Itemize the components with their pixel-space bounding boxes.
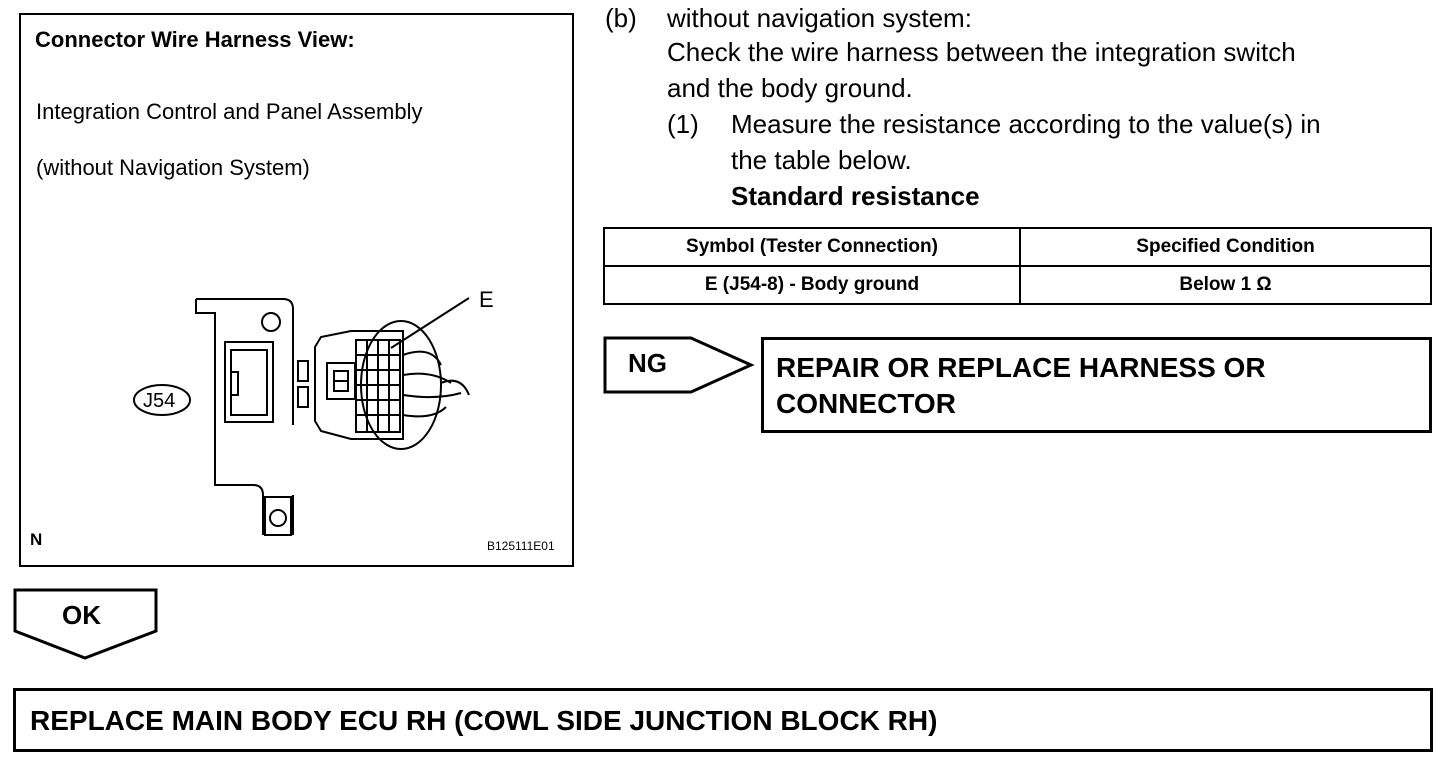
corner-mark: N — [30, 530, 43, 549]
substep-line1: Measure the resistance according to the … — [731, 109, 1321, 139]
substep-label: (1) — [667, 109, 699, 139]
ng-action-line2: CONNECTOR — [776, 388, 956, 419]
step-title: without navigation system: — [667, 3, 972, 33]
connector-label-j54: J54 — [143, 390, 175, 412]
table-cell-condition: Below 1 Ω — [1019, 265, 1432, 305]
step-label: (b) — [605, 3, 637, 33]
final-action-box: REPLACE MAIN BODY ECU RH (COWL SIDE JUNC… — [13, 688, 1433, 752]
table-header-symbol: Symbol (Tester Connection) — [603, 227, 1021, 267]
terminal-label-e: E — [479, 287, 494, 312]
standard-resistance-label: Standard resistance — [731, 181, 980, 211]
figure-title: Connector Wire Harness View: — [35, 27, 355, 52]
step-text-line2: and the body ground. — [667, 73, 913, 103]
table-cell-symbol: E (J54-8) - Body ground — [603, 265, 1021, 305]
step-text-line1: Check the wire harness between the integ… — [667, 37, 1296, 67]
resistance-table: Symbol (Tester Connection) Specified Con… — [603, 227, 1432, 305]
ok-arrow — [13, 588, 158, 660]
ok-label: OK — [62, 600, 101, 630]
ng-action-box: REPAIR OR REPLACE HARNESS OR CONNECTOR — [761, 337, 1432, 433]
figure-subtitle-line2: (without Navigation System) — [36, 155, 310, 180]
ng-label: NG — [628, 348, 667, 378]
connector-drawing: E J54 — [133, 287, 494, 536]
ng-action-line1: REPAIR OR REPLACE HARNESS OR — [776, 352, 1266, 383]
figure-subtitle-line1: Integration Control and Panel Assembly — [36, 99, 423, 124]
drawing-code: B125111E01 — [487, 539, 555, 553]
table-row: E (J54-8) - Body ground Below 1 Ω — [603, 265, 1432, 305]
table-header-condition: Specified Condition — [1019, 227, 1432, 267]
substep-line2: the table below. — [731, 145, 912, 175]
connector-figure: Connector Wire Harness View: Integration… — [19, 13, 574, 567]
table-header-row: Symbol (Tester Connection) Specified Con… — [603, 227, 1432, 267]
ng-arrow — [603, 336, 755, 394]
final-action-text: REPLACE MAIN BODY ECU RH (COWL SIDE JUNC… — [30, 705, 938, 736]
